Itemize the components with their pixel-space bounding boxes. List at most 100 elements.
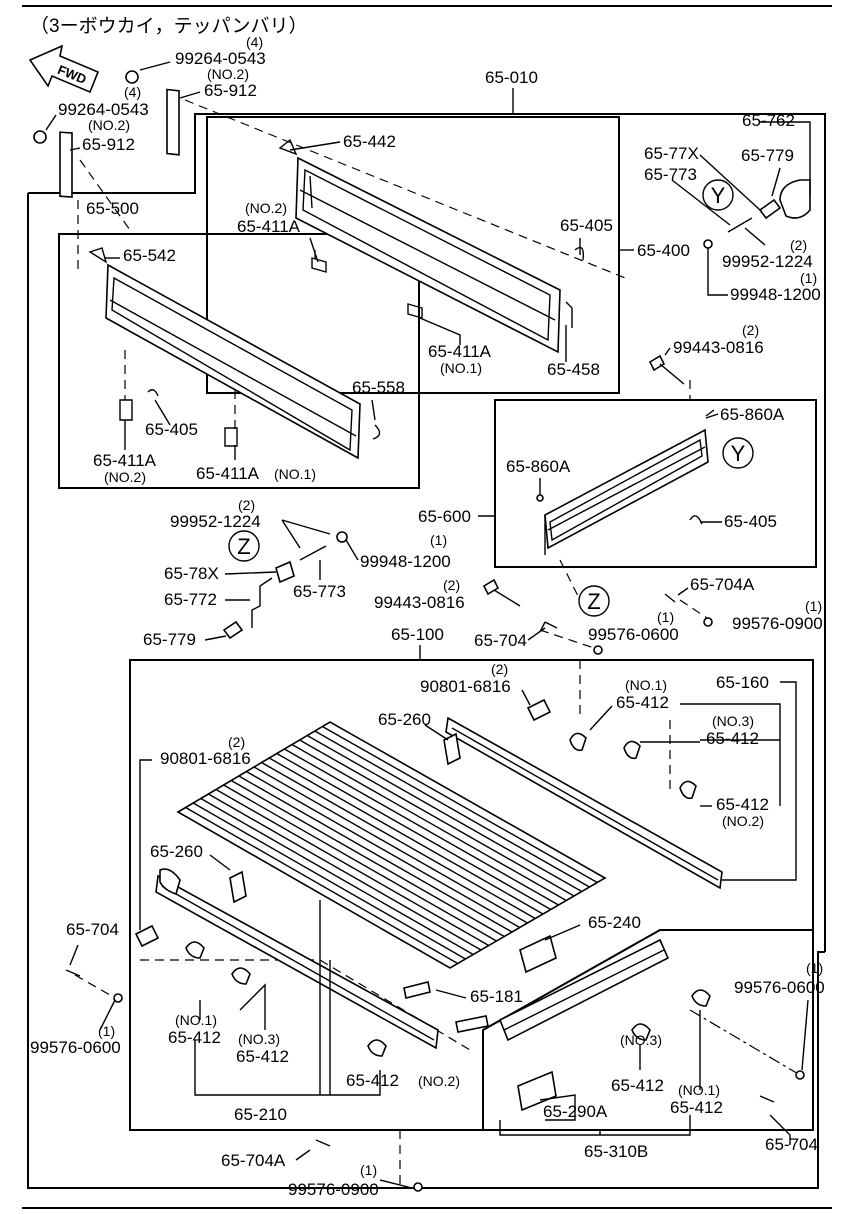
part-label: 65-260	[150, 842, 203, 861]
part-label: (NO.3)	[620, 1032, 662, 1048]
floor-rib	[215, 788, 490, 947]
part-label: 65-600	[418, 507, 471, 526]
part-label: (NO.2)	[207, 66, 249, 82]
part-label: (2)	[238, 497, 255, 513]
part-label: (1)	[657, 609, 674, 625]
crossmember-65-310b	[498, 934, 670, 1112]
floor-rib	[291, 743, 567, 902]
part-label: 65-77X	[644, 144, 699, 163]
floor-rib	[185, 806, 459, 965]
box-65-500	[58, 233, 420, 489]
part-label: 65-411A	[237, 217, 301, 236]
part-label: 99576-0600	[30, 1038, 121, 1057]
part-label: 65-773	[644, 165, 697, 184]
bolt-99443-0816	[482, 354, 685, 607]
part-label: 65-405	[145, 420, 198, 439]
view-marker-label: Z	[237, 534, 250, 559]
part-label: (NO.1)	[440, 360, 482, 376]
part-label: (NO.3)	[712, 713, 754, 729]
part-label: (1)	[806, 960, 823, 976]
part-label: 65-773	[293, 582, 346, 601]
floor-rib	[200, 797, 474, 956]
floor-rib	[223, 784, 497, 942]
box-65-400	[206, 116, 620, 394]
part-label: 65-412	[236, 1047, 289, 1066]
part-label: (2)	[228, 734, 245, 750]
floor-rib	[208, 793, 482, 951]
part-label: (NO.1)	[625, 677, 667, 693]
bed-floor-65-210	[176, 721, 607, 969]
floor-rib	[284, 748, 559, 906]
part-label: (NO.3)	[238, 1031, 280, 1047]
bolts-small	[65, 593, 805, 1192]
part-label: 99264-0543	[175, 49, 266, 68]
part-label: 65-160	[716, 673, 769, 692]
part-label: 99264-0543	[58, 100, 149, 119]
leader-lines	[45, 61, 811, 1189]
bracket-65-912	[33, 70, 180, 198]
part-label: (1)	[360, 1162, 377, 1178]
part-label: 65-240	[588, 913, 641, 932]
floor-rib	[322, 725, 598, 884]
part-label: (2)	[491, 661, 508, 677]
circle-marker	[228, 179, 754, 617]
part-label: 65-860A	[506, 457, 571, 476]
part-label: 65-779	[741, 146, 794, 165]
part-label: 65-704	[765, 1135, 818, 1154]
box-65-310b	[482, 929, 813, 1130]
part-label: 65-542	[123, 246, 176, 265]
part-label: (1)	[800, 270, 817, 286]
part-label: (2)	[443, 577, 460, 593]
part-label: (NO.1)	[274, 466, 316, 482]
part-label: 65-704A	[690, 575, 755, 594]
rail-65-160	[445, 716, 723, 890]
floor-rib	[268, 757, 544, 915]
part-label: 65-412	[670, 1098, 723, 1117]
part-label: 65-210	[234, 1105, 287, 1124]
part-label: 99576-0900	[288, 1180, 379, 1199]
floor-rib	[253, 766, 528, 924]
floor-rib	[276, 752, 552, 911]
part-label: 65-411A	[196, 464, 260, 483]
floor-rib	[261, 761, 536, 920]
part-label: 65-412	[346, 1071, 399, 1090]
rail-65-210	[155, 868, 439, 1050]
part-label: 65-779	[143, 630, 196, 649]
diagram-title: （3ーボウカイ，テッパンバリ）	[30, 15, 308, 37]
part-label: 65-100	[391, 625, 444, 644]
floor-rib	[246, 770, 521, 929]
part-label: (NO.2)	[418, 1073, 460, 1089]
box-65-600	[494, 399, 817, 568]
floor-rib	[314, 730, 590, 888]
floor-rib	[238, 775, 513, 933]
part-label: 65-010	[485, 68, 538, 87]
part-label: 65-500	[86, 199, 139, 218]
part-label: 65-412	[716, 795, 769, 814]
part-label: 65-412	[168, 1028, 221, 1047]
part-label: (2)	[790, 237, 807, 253]
panel-65-500	[88, 247, 381, 460]
part-label: (NO.2)	[245, 200, 287, 216]
part-label: (2)	[742, 322, 759, 338]
fwd-arrow-icon: FWD	[28, 44, 100, 94]
part-label: 65-704A	[221, 1151, 286, 1170]
floor-rib	[299, 739, 575, 897]
part-label: 99576-0600	[734, 978, 825, 997]
part-label: 65-400	[637, 241, 690, 260]
part-label: 65-290A	[543, 1102, 608, 1121]
part-label: 65-704	[66, 920, 119, 939]
part-label: 65-704	[474, 631, 527, 650]
part-label: (1)	[430, 532, 447, 548]
part-label: 65-912	[204, 81, 257, 100]
part-label: 65-405	[560, 216, 613, 235]
part-label: 90801-6816	[160, 749, 251, 768]
part-label: 65-260	[378, 710, 431, 729]
part-label: 99443-0816	[374, 593, 465, 612]
rod-assy-65-772	[222, 531, 348, 640]
view-marker-label: Y	[731, 441, 746, 466]
part-label: (NO.1)	[175, 1012, 217, 1028]
part-label: 65-412	[706, 729, 759, 748]
panel-65-600	[536, 409, 715, 555]
part-label: 65-860A	[720, 405, 785, 424]
